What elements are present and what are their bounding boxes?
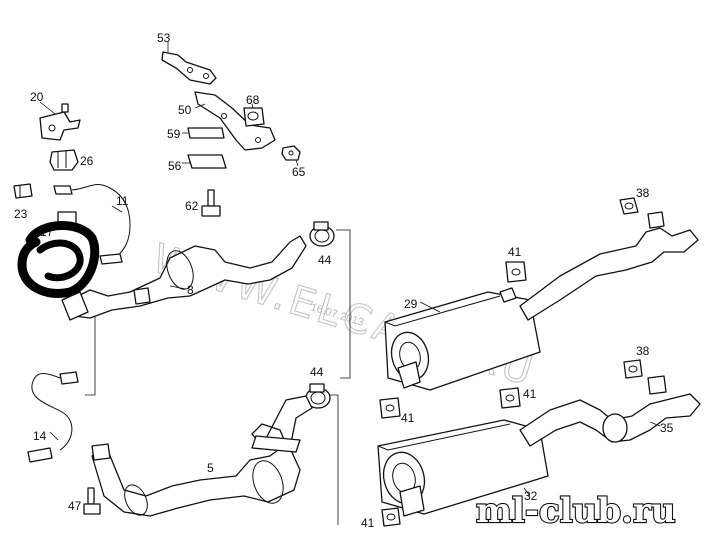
label-26: 26 [80, 154, 94, 168]
rubber-mount-38b [623, 359, 643, 379]
front-pipe-8 [61, 235, 307, 321]
label-32: 32 [524, 489, 538, 503]
label-11: 11 [116, 194, 129, 208]
bolt-47 [83, 487, 101, 515]
label-44-lower: 44 [310, 365, 324, 379]
rear-muffler-29 [384, 211, 699, 391]
label-41-upper: 41 [508, 245, 522, 259]
label-29: 29 [404, 297, 418, 311]
label-8: 8 [187, 283, 194, 297]
label-68: 68 [246, 93, 260, 107]
label-53: 53 [157, 31, 171, 45]
label-56: 56 [168, 159, 182, 173]
clamp-44-lower [305, 383, 331, 409]
plate-56 [182, 154, 227, 169]
clip-65 [281, 145, 301, 167]
label-38-lower: 38 [636, 344, 650, 358]
label-62: 62 [185, 199, 199, 213]
rubber-mount-41a [505, 261, 527, 283]
label-17: 17 [40, 225, 54, 239]
part-labels: 53 20 50 68 59 26 56 65 11 23 62 17 8 44… [14, 31, 674, 530]
bracket-20 [39, 101, 81, 141]
bolt-62 [201, 189, 221, 217]
label-38-upper: 38 [636, 186, 650, 200]
label-41-mid-right: 41 [523, 387, 537, 401]
label-65: 65 [292, 165, 306, 179]
site-logo: ml-club.ru [476, 491, 676, 531]
label-35: 35 [660, 421, 674, 435]
label-50: 50 [178, 103, 192, 117]
label-14: 14 [33, 429, 47, 443]
label-44-upper: 44 [318, 253, 332, 267]
connector-26 [49, 149, 79, 171]
bracket-50 [194, 91, 276, 151]
label-41-mid-left: 41 [401, 411, 415, 425]
label-23: 23 [14, 207, 28, 221]
label-20: 20 [30, 90, 44, 104]
rear-muffler-32 [377, 375, 701, 517]
clamp-44-upper [309, 221, 335, 247]
clip-23 [13, 183, 33, 199]
label-41-bottom: 41 [361, 516, 375, 530]
bracket-53 [161, 42, 217, 85]
rubber-mount-41b [379, 397, 401, 419]
label-59: 59 [167, 127, 181, 141]
oxygen-sensor-11 [53, 184, 131, 265]
rubber-mount-68 [243, 103, 265, 127]
label-47: 47 [68, 499, 82, 513]
rubber-mount-41d [381, 507, 401, 527]
redaction-scribble [17, 221, 100, 298]
plate-59 [182, 127, 225, 139]
rubber-mount-38a [619, 197, 639, 215]
oxygen-sensor-14 [27, 371, 79, 463]
rubber-mount-41c [499, 387, 521, 409]
label-5: 5 [207, 461, 214, 475]
front-pipe-5 [91, 395, 313, 517]
